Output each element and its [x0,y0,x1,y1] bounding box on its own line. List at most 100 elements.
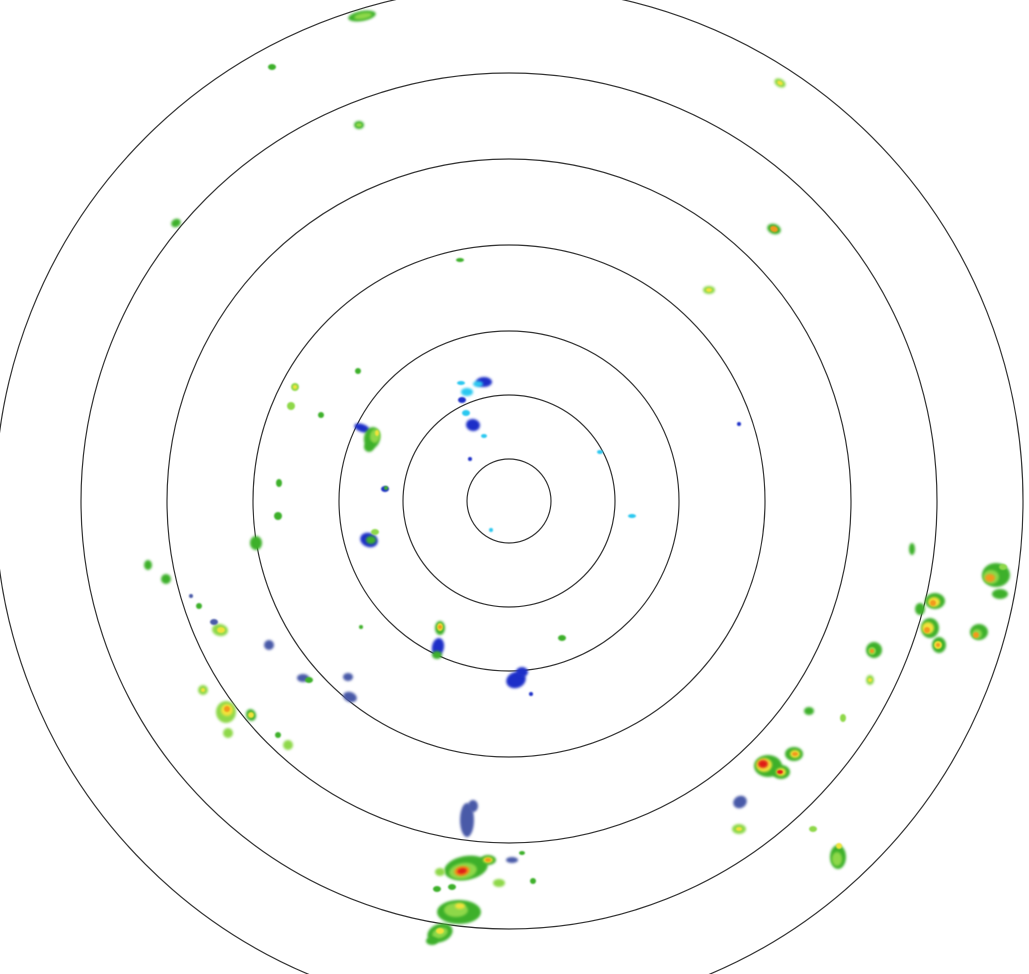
echo-cell-green [364,442,374,452]
echo-cell-orange [924,627,930,633]
echo-cell-green [275,732,281,738]
echo-cell-red [758,760,768,768]
echo-cell-yellow [706,288,712,292]
echo-cell-cyan [628,514,636,518]
echo-cell-cyan [457,381,465,385]
echo-cell-orange [770,225,778,233]
echo-cell-red [457,867,467,875]
echo-cell-light-green [223,728,233,738]
echo-cell-green [530,878,536,884]
echo-cell-yellow [201,688,205,692]
echo-cell-light-green [356,123,362,127]
echo-cell-green [384,486,388,490]
echo-cell-slate-blue [264,640,274,650]
echo-cell-slate-blue [189,594,193,598]
echo-cell-orange [973,632,979,638]
echo-cell-dark-blue [468,457,472,461]
echo-cell-orange [485,858,491,862]
echo-cell-green [355,368,361,374]
echo-cell-orange [936,643,940,647]
echo-cell-dark-blue [529,692,533,696]
echo-cell-light-green [832,852,842,866]
echo-cell-cyan [473,381,483,387]
echo-cell-green [426,937,438,945]
precipitation-echoes [144,10,1010,945]
echo-cell-orange [985,574,995,582]
echo-cell-orange [792,752,798,756]
echo-cell-green [915,603,925,615]
echo-cell-light-green [287,402,295,410]
echo-cell-yellow [217,627,225,633]
echo-cell-green [366,536,376,544]
echo-cell-cyan [461,388,473,396]
range-ring-4 [252,244,766,758]
echo-cell-yellow [777,80,783,86]
echo-cell-light-green [809,826,817,832]
echo-cell-yellow [455,903,465,909]
echo-cell-light-green [435,868,445,876]
echo-cell-light-green [354,12,372,20]
echo-cell-green [305,677,313,683]
echo-cell-yellow [293,385,297,389]
echo-cell-green [992,589,1008,599]
echo-cell-green [268,64,276,70]
echo-cell-green [448,884,456,890]
echo-cell-yellow [836,843,842,849]
echo-cell-light-green [999,564,1007,570]
range-ring-6 [80,72,938,930]
echo-cell-light-green [493,879,505,887]
echo-cell-dark-blue [466,418,480,432]
echo-cell-dark-blue [516,667,528,677]
echo-cell-green [804,707,814,715]
echo-cell-yellow [375,430,379,436]
echo-cell-green [276,479,282,487]
echo-cell-orange [870,649,874,653]
echo-cell-green [274,512,282,520]
echo-cell-orange [930,600,936,606]
echo-cell-slate-blue [468,800,478,812]
echo-cell-cyan [462,410,470,416]
echo-cell-green [432,651,442,659]
echo-cell-red [777,770,783,774]
echo-cell-cyan [489,528,493,532]
echo-cell-light-green [283,740,293,750]
echo-cell-green [196,603,202,609]
echo-cell-slate-blue [506,857,518,863]
echo-cell-green [519,851,525,855]
echo-cell-dark-blue [458,397,466,403]
echo-cell-slate-blue [343,673,353,681]
echo-cell-green [359,625,363,629]
echo-cell-yellow [736,827,742,831]
range-ring-3 [338,330,680,672]
range-ring-1 [466,458,552,544]
echo-cell-green [318,412,324,418]
echo-cell-green [456,258,464,262]
echo-cell-yellow [436,928,444,934]
echo-cell-slate-blue [733,795,747,809]
echo-cell-green [433,886,441,892]
echo-cell-slate-blue [343,691,357,703]
echo-cell-orange [224,706,230,712]
echo-cell-slate-blue [210,619,218,625]
range-ring-5 [166,158,852,844]
echo-cell-orange [438,625,442,629]
echo-cell-green [161,574,171,584]
echo-cell-cyan [481,434,487,438]
echo-cell-light-green [840,714,846,722]
echo-cell-green [909,543,915,555]
echo-cell-yellow [248,712,254,718]
echo-cell-light-green [371,529,379,535]
echo-cell-slate-blue [460,803,474,837]
echo-cell-yellow [868,678,872,682]
echo-cell-cyan [597,450,603,454]
range-ring-2 [402,394,616,608]
echo-cell-green [144,560,152,570]
echo-cell-green [250,536,262,550]
echo-cell-dark-blue [354,423,370,433]
echo-cell-green [171,218,181,228]
echo-cell-green [558,635,566,641]
